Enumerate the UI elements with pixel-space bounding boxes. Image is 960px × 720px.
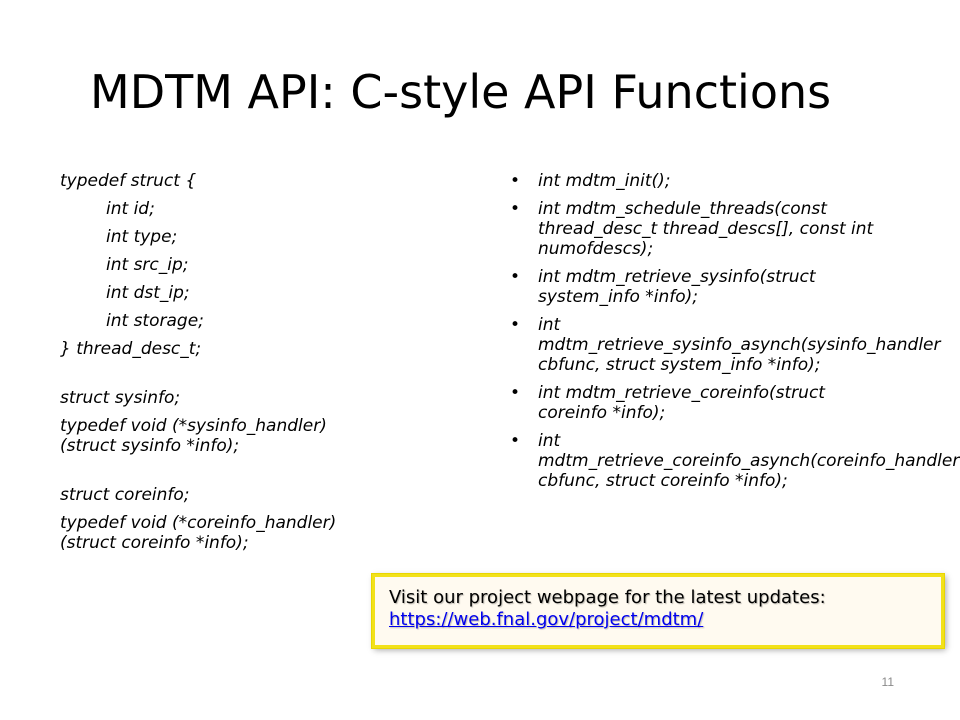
bullet-icon: •: [510, 199, 521, 219]
code-line: } thread_desc_t;: [60, 339, 202, 359]
bullet-icon: •: [510, 171, 521, 191]
code-gap: [60, 464, 360, 485]
code-line: typedef struct {: [60, 171, 197, 191]
left-code-block: typedef struct { int id; int type; int s…: [60, 171, 360, 561]
code-gap: [60, 367, 360, 388]
code-line: int src_ip;: [106, 255, 189, 275]
list-item: • int mdtm_init();: [510, 171, 890, 191]
callout-text: Visit our project webpage for the latest…: [389, 587, 826, 608]
slide-title: MDTM API: C-style API Functions: [90, 65, 832, 119]
list-item: • int mdtm_retrieve_sysinfo(struct syste…: [510, 267, 890, 307]
list-item-text: int mdtm_retrieve_coreinfo_asynch(corein…: [538, 431, 960, 491]
project-webpage-link[interactable]: https://web.fnal.gov/project/mdtm/: [389, 609, 704, 630]
code-line: typedef void (*coreinfo_handler)(struct …: [60, 513, 337, 553]
code-line: struct coreinfo;: [60, 485, 190, 505]
code-line: struct sysinfo;: [60, 388, 181, 408]
list-item: • int mdtm_retrieve_sysinfo_asynch(sysin…: [510, 315, 941, 375]
bullet-icon: •: [510, 267, 521, 287]
list-item-text: int mdtm_retrieve_sysinfo_asynch(sysinfo…: [538, 315, 941, 375]
list-item: • int mdtm_schedule_threads(const thread…: [510, 199, 890, 259]
code-line: typedef void (*sysinfo_handler)(struct s…: [60, 416, 327, 456]
api-function-list: • int mdtm_init(); • int mdtm_schedule_t…: [510, 171, 959, 499]
list-item-text: int mdtm_retrieve_sysinfo(struct system_…: [538, 267, 816, 307]
list-item-text: int mdtm_retrieve_coreinfo(struct corein…: [538, 383, 825, 423]
page-number: 11: [881, 675, 894, 689]
bullet-icon: •: [510, 431, 521, 451]
project-webpage-callout: Visit our project webpage for the latest…: [372, 574, 944, 648]
code-line: int storage;: [106, 311, 204, 331]
code-line: int type;: [106, 227, 178, 247]
bullet-icon: •: [510, 315, 521, 335]
list-item-text: int mdtm_init();: [538, 171, 671, 191]
list-item-text: int mdtm_schedule_threads(const thread_d…: [538, 199, 874, 259]
bullet-icon: •: [510, 383, 521, 403]
code-line: int id;: [106, 199, 155, 219]
code-line: int dst_ip;: [106, 283, 190, 303]
list-item: • int mdtm_retrieve_coreinfo_asynch(core…: [510, 431, 959, 491]
list-item: • int mdtm_retrieve_coreinfo(struct core…: [510, 383, 890, 423]
